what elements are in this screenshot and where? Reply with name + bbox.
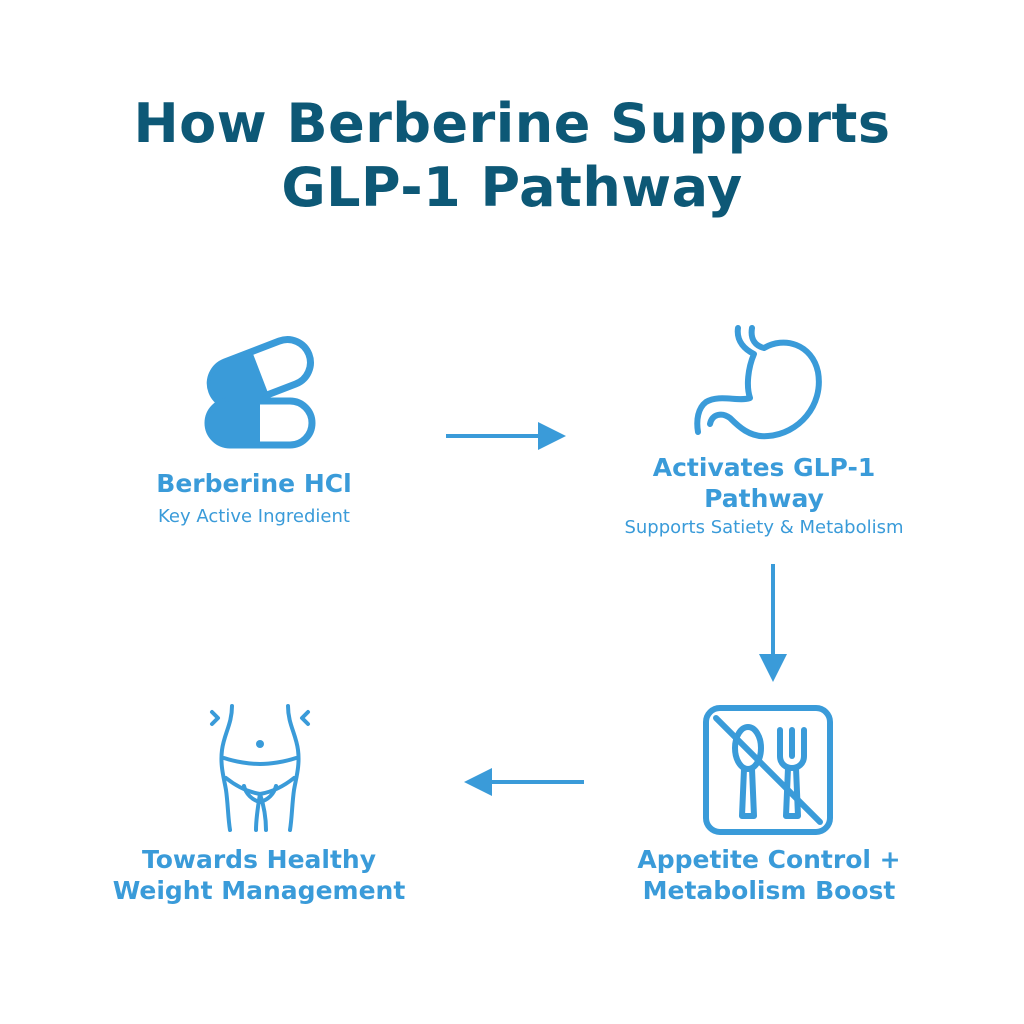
title-line-2: GLP-1 Pathway	[281, 156, 743, 219]
arrow-down	[756, 562, 790, 684]
step-1-label: Berberine HCl	[156, 469, 352, 498]
no-food-icon	[702, 704, 834, 836]
capsule-icon	[200, 328, 320, 450]
arrow-left	[462, 766, 586, 798]
page-title: How Berberine Supports GLP-1 Pathway	[0, 92, 1024, 220]
step-3-label: Appetite Control + Metabolism Boost	[637, 845, 901, 905]
step-4-label: Towards Healthy Weight Management	[112, 845, 406, 905]
step-1-sublabel: Key Active Ingredient	[158, 506, 350, 527]
step-2-sublabel: Supports Satiety & Metabolism	[624, 517, 904, 538]
stomach-icon	[692, 322, 828, 442]
waist-icon	[206, 702, 314, 834]
step-2-label: Activates GLP-1 Pathway	[652, 453, 876, 513]
arrow-right	[444, 420, 568, 452]
title-line-1: How Berberine Supports	[133, 92, 891, 155]
